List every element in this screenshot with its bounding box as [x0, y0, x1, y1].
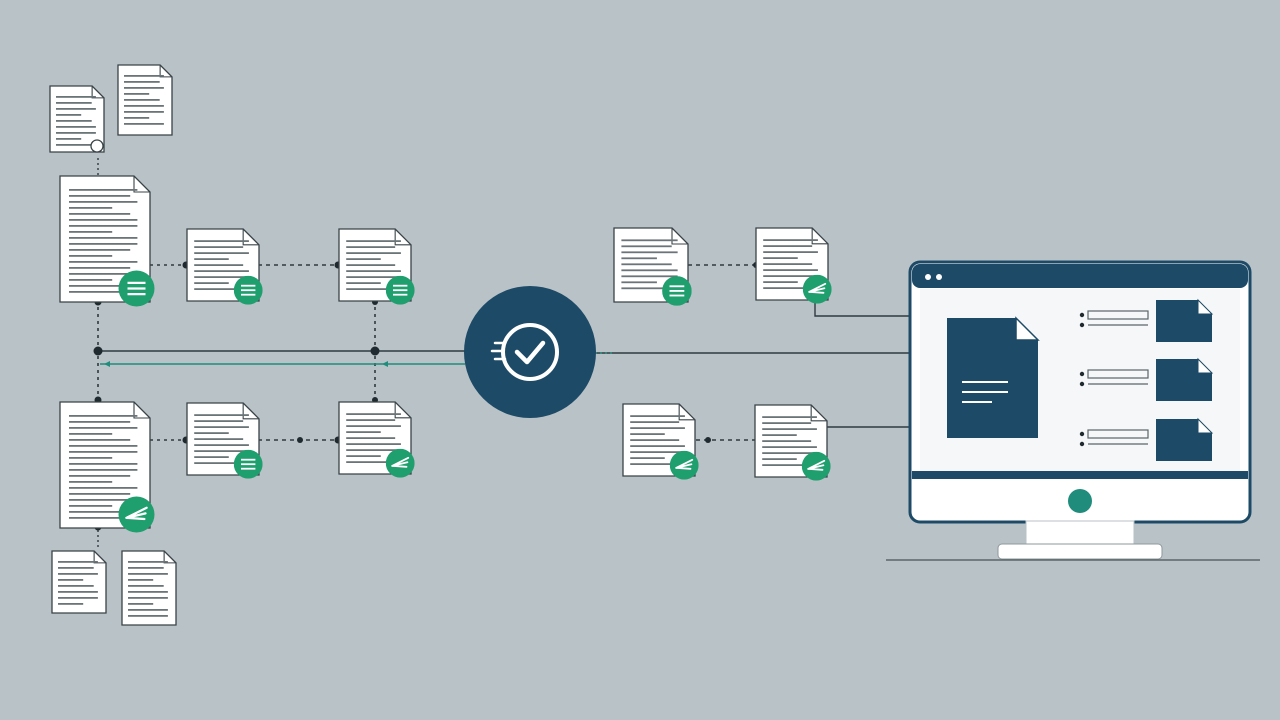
- document-icon: [186, 228, 263, 305]
- screen-list-row: [1079, 417, 1214, 461]
- screen-file-list: [1079, 298, 1214, 461]
- attachment-icon: [90, 139, 104, 153]
- screen-document-icon: [947, 316, 1040, 438]
- screen-list-row: [1079, 357, 1214, 401]
- junction-dot: [93, 346, 103, 356]
- screen-file-icon: [1156, 357, 1214, 401]
- junction-dot: [370, 346, 380, 356]
- arrow-left-head: [104, 361, 110, 367]
- green-check-badge-icon: [802, 274, 832, 304]
- monitor-neck: [1025, 520, 1135, 546]
- document-icon: [121, 550, 177, 626]
- document-icon: [117, 64, 173, 136]
- document-icon: [622, 403, 699, 480]
- list-badge-icon: [233, 275, 263, 305]
- junction-dot: [705, 437, 711, 443]
- document-icon: [49, 85, 105, 153]
- list-badge-icon: [662, 276, 692, 306]
- window-dot: [936, 274, 942, 280]
- green-check-badge-icon: [669, 450, 699, 480]
- connector-lines: [97, 158, 910, 550]
- connector-right-elbow-top: [814, 300, 910, 317]
- document-icon: [754, 404, 831, 481]
- arrow-mid-head: [382, 361, 388, 367]
- list-badge-icon: [385, 275, 415, 305]
- document-icon: [59, 401, 155, 533]
- green-check-badge-icon: [118, 496, 155, 533]
- screen-list-row: [1079, 298, 1214, 342]
- power-button-icon: [1068, 489, 1092, 513]
- desktop-monitor-icon: [886, 260, 1260, 561]
- document-icon: [613, 227, 692, 306]
- document-icon: [338, 401, 415, 478]
- document-icon: [186, 402, 263, 479]
- list-badge-icon: [233, 449, 263, 479]
- document-icon: [59, 175, 155, 307]
- document-icon: [51, 550, 107, 614]
- green-check-badge-icon: [801, 451, 831, 481]
- window-dot: [925, 274, 931, 280]
- verification-hub: [464, 286, 596, 418]
- check-mark-icon: [514, 340, 546, 365]
- screen-file-icon: [1156, 298, 1214, 342]
- junction-dot: [297, 437, 303, 443]
- list-badge-icon: [118, 270, 155, 307]
- screen-file-icon: [1156, 417, 1214, 461]
- document-icon: [338, 228, 415, 305]
- document-group: [49, 64, 832, 626]
- green-check-badge-icon: [385, 448, 415, 478]
- monitor-title-bar: [912, 264, 1248, 288]
- document-icon: [755, 227, 832, 304]
- monitor-bezel: [912, 471, 1248, 479]
- motion-lines-icon: [490, 341, 507, 361]
- monitor-stand: [997, 543, 1163, 560]
